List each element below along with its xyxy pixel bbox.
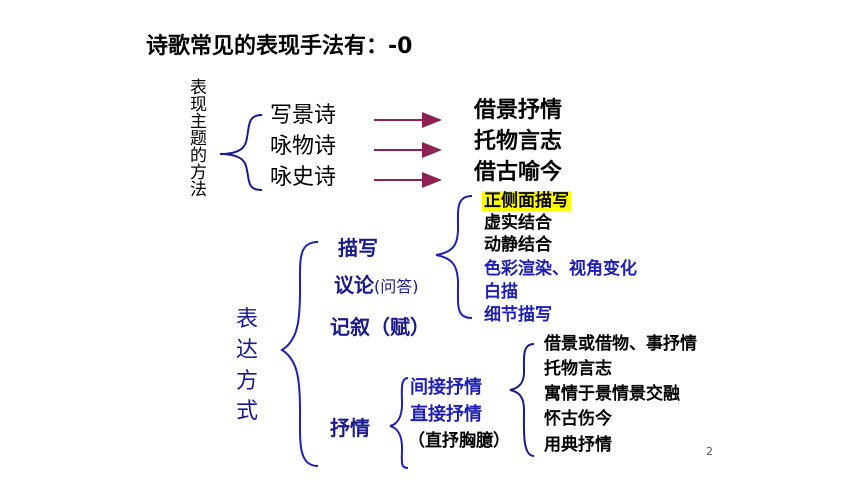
expression-brace — [280, 241, 319, 467]
topic-label-char: 的 — [190, 146, 207, 166]
describe-method-1: 正侧面描写 — [482, 191, 571, 211]
topic-label-char: 法 — [190, 180, 207, 200]
describe-method-2: 虚实结合 — [484, 213, 552, 233]
expression-label-char: 方 — [236, 368, 259, 394]
indirect-method-5: 用典抒情 — [544, 435, 612, 455]
topic-item-history: 咏史诗 — [270, 165, 337, 190]
page-title: 诗歌常见的表现手法有：-0 — [146, 34, 413, 59]
topic-label-char: 表 — [190, 78, 207, 98]
topic-result-1: 借景抒情 — [474, 98, 563, 123]
lyric-direct: 直接抒情 — [410, 404, 482, 425]
describe-method-3: 动静结合 — [484, 235, 552, 255]
describe-brace — [435, 195, 473, 319]
describe-method-4: 色彩渲染、视角变化 — [484, 259, 637, 279]
indirect-brace — [509, 343, 535, 457]
mode-lyric: 抒情 — [330, 416, 370, 440]
indirect-method-4: 怀古伤今 — [544, 409, 612, 429]
topic-result-2: 托物言志 — [474, 129, 563, 154]
lyric-indirect: 间接抒情 — [410, 377, 482, 398]
expression-label-char: 式 — [236, 399, 259, 425]
topic-item-object: 咏物诗 — [270, 134, 337, 159]
topic-brace — [219, 114, 263, 191]
mode-narrate: 记叙（赋） — [330, 315, 430, 339]
describe-method-5: 白描 — [484, 282, 518, 302]
topic-label: 表 现 主 题 的 方 法 — [190, 80, 207, 199]
mode-discuss-label: 议论 — [334, 273, 374, 297]
describe-method-6: 细节描写 — [484, 305, 552, 325]
expression-label: 表 达 方 式 — [236, 305, 258, 428]
expression-label-char: 达 — [236, 337, 259, 363]
topic-label-char: 现 — [190, 95, 207, 115]
topic-label-char: 方 — [190, 163, 207, 183]
lyric-brace — [389, 377, 409, 469]
topic-result-3: 借古喻今 — [474, 160, 563, 185]
mode-discuss: 议论(问答) — [334, 275, 419, 295]
expression-label-char: 表 — [236, 307, 259, 332]
topic-label-char: 题 — [190, 129, 207, 149]
mode-discuss-note: (问答) — [374, 277, 419, 296]
topic-item-scenery: 写景诗 — [270, 103, 337, 128]
indirect-method-1: 借景或借物、事抒情 — [544, 334, 697, 354]
lyric-direct-note: （直抒胸臆） — [408, 431, 510, 451]
topic-label-char: 主 — [190, 112, 207, 132]
mode-describe: 描写 — [338, 236, 378, 260]
indirect-method-2: 托物言志 — [544, 359, 612, 379]
indirect-method-3: 寓情于景情景交融 — [544, 384, 680, 404]
page-number: 2 — [706, 445, 713, 458]
highlighted-method: 正侧面描写 — [482, 191, 571, 211]
